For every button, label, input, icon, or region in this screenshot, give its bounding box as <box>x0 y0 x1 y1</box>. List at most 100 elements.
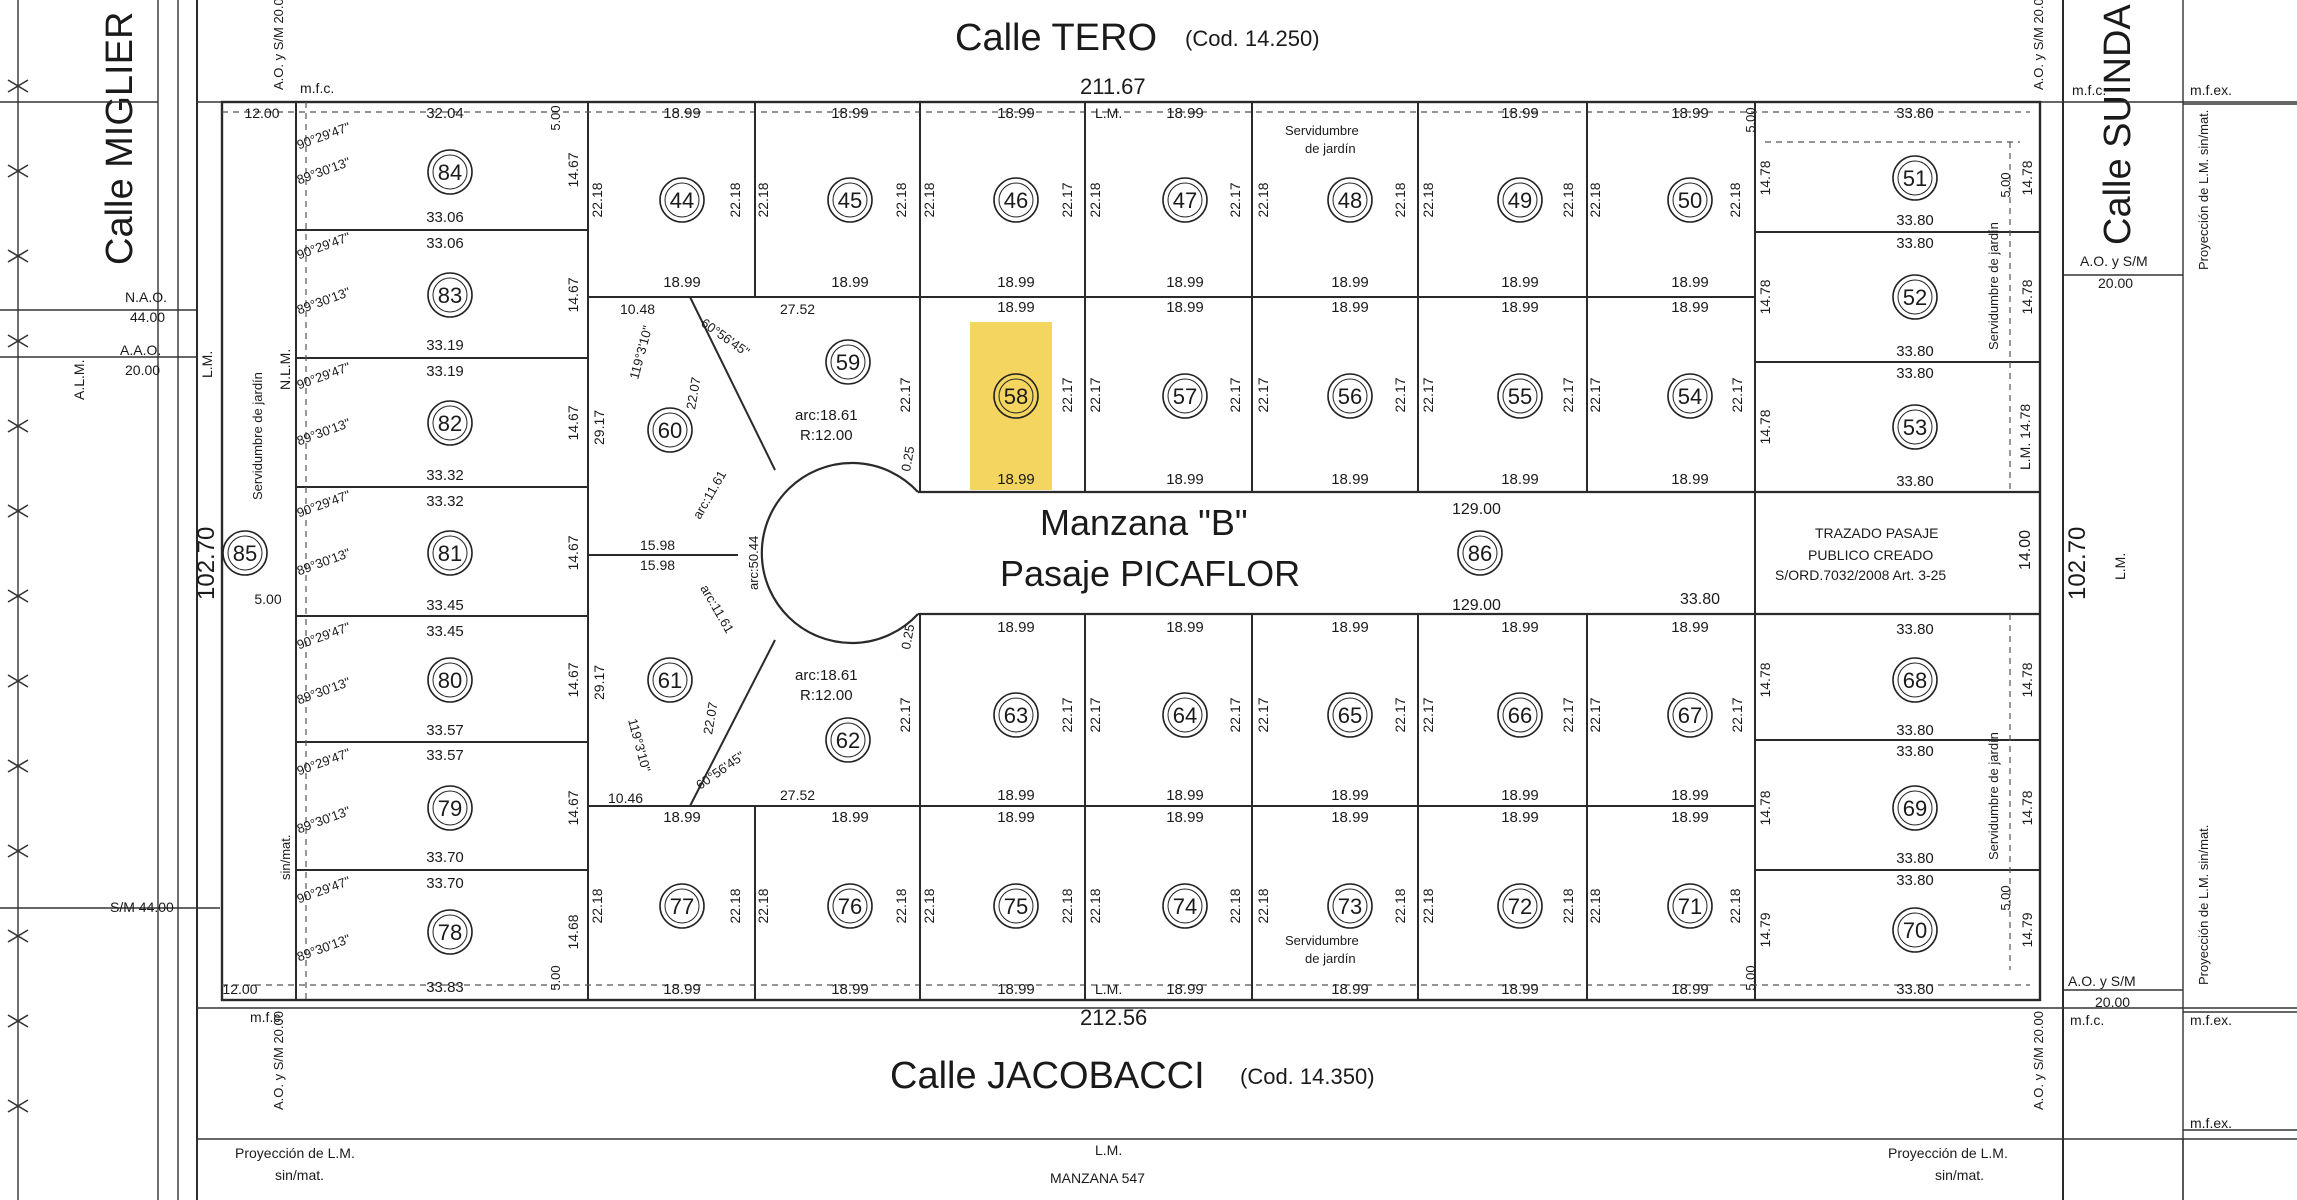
dimension-label: 14.78 <box>1757 409 1773 444</box>
lot-number-circle <box>1162 883 1208 929</box>
lot-57: 57 <box>1162 373 1208 419</box>
lot-number-circle <box>825 717 871 763</box>
lot-number-text: 50 <box>1678 188 1702 213</box>
street-south-code: (Cod. 14.350) <box>1240 1064 1375 1089</box>
dimension-label: 22.18 <box>1587 182 1603 217</box>
passage-width: 14.00 <box>2017 530 2034 570</box>
dimension-label: 12.00 <box>244 105 279 121</box>
dimension-label: 18.99 <box>1166 981 1204 998</box>
dimension-label: 33.80 <box>1896 212 1934 229</box>
dimension-label: 22.17 <box>1729 377 1745 412</box>
dimension-label: 22.18 <box>893 182 909 217</box>
lot-number-circle <box>427 785 473 831</box>
aao: A.A.O. <box>120 342 161 358</box>
d2917-b: 29.17 <box>591 665 607 700</box>
lot-number-circle <box>993 883 1039 929</box>
dimension-label: 33.19 <box>426 363 464 380</box>
lot-number-inner-circle <box>1462 535 1498 571</box>
street-south-name: Calle JACOBACCI <box>890 1055 1205 1097</box>
dimension-label: 22.18 <box>1587 888 1603 923</box>
dimension-label: 89°30'13" <box>295 545 353 578</box>
d2917-a: 29.17 <box>591 410 607 445</box>
lot-number-circle <box>1892 155 1938 201</box>
dimension-label: 14.78 <box>1757 662 1773 697</box>
arc-bottom: arc:18.61 <box>795 667 858 684</box>
lot-69: 69 <box>1892 785 1938 831</box>
lot-number-text: 57 <box>1173 384 1197 409</box>
lot-number-inner-circle <box>664 182 700 218</box>
passage-name: Pasaje PICAFLOR <box>1000 553 1300 594</box>
dimension-label: 18.99 <box>1501 619 1539 636</box>
lot-number-text: 51 <box>1903 166 1927 191</box>
lot-58: 58 <box>993 373 1039 419</box>
dimension-label: 18.99 <box>1166 809 1204 826</box>
dimension-label: 18.99 <box>663 105 701 122</box>
annotations: m.f.c. m.f.c. m.f.c. m.f.c. m.f.ex. m.f.… <box>71 0 2232 1186</box>
dimension-label: 18.99 <box>1166 619 1204 636</box>
lot-number-inner-circle <box>1167 378 1203 414</box>
dimension-label: 18.99 <box>997 787 1035 804</box>
lot-54: 54 <box>1667 373 1713 419</box>
lot-number-circle <box>1457 530 1503 576</box>
lot-number-inner-circle <box>1332 182 1368 218</box>
lot-number-circle <box>647 657 693 703</box>
passage-3380: 33.80 <box>1680 591 1720 608</box>
lot-number-text: 68 <box>1903 668 1927 693</box>
lot-78: 78 <box>427 909 473 955</box>
dimension-label: 18.99 <box>1331 787 1369 804</box>
d2207-b: 22.07 <box>700 701 720 736</box>
d2752-b: 27.52 <box>780 787 815 803</box>
lot-77: 77 <box>659 883 705 929</box>
dimension-label: 18.99 <box>663 274 701 291</box>
lot-number-text: 79 <box>438 796 462 821</box>
lot-number-circle <box>1162 373 1208 419</box>
lot-52: 52 <box>1892 274 1938 320</box>
lot-number-circle <box>993 177 1039 223</box>
lot-number-text: 59 <box>836 350 860 375</box>
dimension-label: 5.00 <box>1998 885 2013 910</box>
dimension-label: 33.80 <box>1896 872 1934 889</box>
dimension-label: 33.80 <box>1896 981 1934 998</box>
serv-east-2: Servidumbre de jardín <box>1986 732 2001 860</box>
passage-note-2: PUBLICO CREADO <box>1808 547 1933 563</box>
dimension-label: 18.99 <box>997 274 1035 291</box>
r12-bottom: R:12.00 <box>800 687 853 704</box>
lot-number-text: 80 <box>438 668 462 693</box>
ao-nw: A.O. y S/M 20.00 <box>271 0 286 90</box>
d1598-a: 15.98 <box>640 537 675 553</box>
passage-note-1: TRAZADO PASAJE <box>1815 525 1938 541</box>
lot-81: 81 <box>427 530 473 576</box>
lot-number-inner-circle <box>652 662 688 698</box>
lot-number-inner-circle <box>1672 697 1708 733</box>
lot-number-text: 46 <box>1004 188 1028 213</box>
dimension-label: 33.80 <box>1896 743 1934 760</box>
dimension-label: 18.99 <box>1671 787 1709 804</box>
lot-82: 82 <box>427 400 473 446</box>
arc-w1: arc:11.61 <box>690 468 730 522</box>
dimension-label: 22.17 <box>1059 182 1075 217</box>
dimension-label: 22.18 <box>1560 888 1576 923</box>
dimension-label: 22.18 <box>1227 888 1243 923</box>
lot-number-circle <box>1327 883 1373 929</box>
lot-number-inner-circle <box>664 888 700 924</box>
dimension-label: 33.45 <box>426 597 464 614</box>
lot-number-inner-circle <box>432 535 468 571</box>
dimension-label: 18.99 <box>1331 809 1369 826</box>
lot-number-inner-circle <box>1672 378 1708 414</box>
dimension-label: 22.17 <box>897 697 913 732</box>
lot-number-text: 64 <box>1173 703 1197 728</box>
lot-number-circle <box>1162 177 1208 223</box>
lot-number-circle <box>1892 274 1938 320</box>
dimension-label: 18.99 <box>1501 809 1539 826</box>
dimension-label: 18.99 <box>1501 787 1539 804</box>
lot-48: 48 <box>1327 177 1373 223</box>
dimension-label: 32.04 <box>426 105 464 122</box>
lot-number-inner-circle <box>1897 662 1933 698</box>
dimension-label: 14.78 <box>2019 279 2035 314</box>
dimension-label: 14.79 <box>2019 912 2035 947</box>
lm-top: L.M. <box>1095 105 1122 121</box>
d1598-b: 15.98 <box>640 557 675 573</box>
dimension-label: 33.80 <box>1896 235 1934 252</box>
dimension-label: 18.99 <box>831 274 869 291</box>
proj-se: Proyección de L.M. <box>1888 1145 2008 1161</box>
